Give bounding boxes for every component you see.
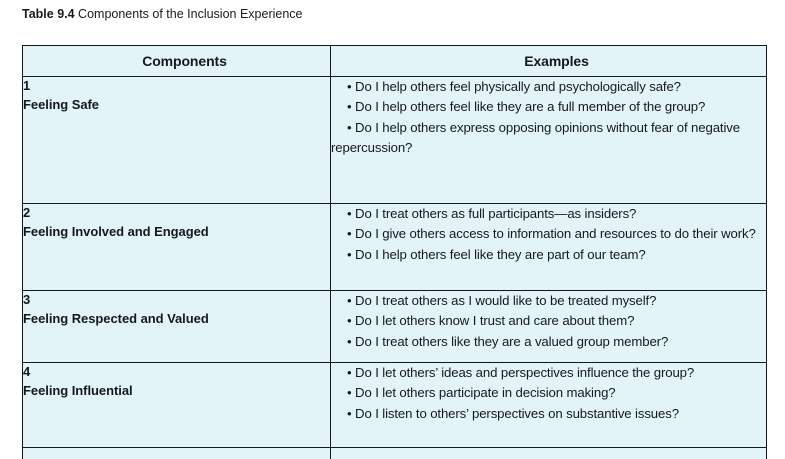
- component-name: Feeling Involved and Engaged: [23, 224, 209, 239]
- bullet-icon: •: [347, 365, 352, 380]
- example-item: • Do I treat others like they are a valu…: [331, 332, 766, 352]
- component-name: Feeling Respected and Valued: [23, 311, 209, 326]
- bullet-icon: •: [347, 206, 352, 221]
- example-text: Do I help others feel physically and psy…: [355, 79, 681, 94]
- column-header-components-label: Components: [142, 53, 227, 69]
- bullet-icon: •: [347, 313, 352, 329]
- bullet-icon: •: [347, 119, 352, 135]
- example-text: Do I let others’ ideas and perspectives …: [355, 365, 695, 380]
- example-text: Do I listen to others’ perspectives on s…: [355, 405, 679, 421]
- component-name: Feeling Safe: [23, 97, 99, 112]
- bullet-icon: •: [347, 99, 352, 115]
- examples-cell: • Do I treat others as I would like to b…: [330, 290, 767, 363]
- example-item: • Do I help others feel like they are pa…: [331, 245, 766, 265]
- component-number: 1: [23, 78, 31, 93]
- example-text: Do I let others know I trust and care ab…: [355, 313, 635, 329]
- bullet-icon: •: [347, 293, 352, 308]
- bullet-icon: •: [347, 405, 352, 421]
- table-row: [22, 447, 767, 459]
- example-item: • Do I help others feel physically and p…: [331, 77, 766, 97]
- examples-cell: • Do I let others’ ideas and perspective…: [330, 362, 767, 448]
- example-item: • Do I help others feel like they are a …: [331, 97, 766, 117]
- table-header-row: Components Examples: [22, 45, 767, 77]
- component-number: 3: [23, 292, 31, 307]
- example-text: Do I help others express opposing opinio…: [331, 119, 740, 155]
- component-number: 2: [23, 205, 31, 220]
- example-text: Do I treat others as I would like to be …: [355, 293, 657, 308]
- column-header-examples: Examples: [330, 45, 767, 77]
- example-text: Do I help others feel like they are part…: [355, 246, 646, 262]
- component-cell: [22, 447, 331, 459]
- table-header: Components Examples: [22, 45, 767, 77]
- bullet-icon: •: [347, 333, 352, 349]
- bullet-icon: •: [347, 79, 352, 94]
- example-item: • Do I treat others as I would like to b…: [331, 291, 766, 311]
- example-item: • Do I treat others as full participants…: [331, 204, 766, 224]
- example-item: • Do I listen to others’ perspectives on…: [331, 404, 766, 424]
- example-item: • Do I let others know I trust and care …: [331, 311, 766, 331]
- bullet-icon: •: [347, 226, 352, 242]
- examples-cell: • Do I treat others as full participants…: [330, 203, 767, 291]
- example-text: Do I help others feel like they are a fu…: [355, 99, 706, 115]
- example-item: • Do I give others access to information…: [331, 224, 766, 244]
- examples-cell: • Do I help others feel physically and p…: [330, 76, 767, 204]
- bullet-icon: •: [347, 385, 352, 401]
- example-item: • Do I let others’ ideas and perspective…: [331, 363, 766, 383]
- bullet-icon: •: [347, 246, 352, 262]
- examples-list: • Do I treat others as I would like to b…: [331, 291, 766, 352]
- column-header-components: Components: [22, 45, 331, 77]
- examples-cell: [330, 447, 767, 459]
- example-item: • Do I let others participate in decisio…: [331, 383, 766, 403]
- table-caption: Table 9.4 Components of the Inclusion Ex…: [22, 6, 303, 22]
- example-item: • Do I help others express opposing opin…: [331, 118, 766, 159]
- example-text: Do I let others participate in decision …: [355, 385, 616, 401]
- example-text: Do I treat others as full participants—a…: [355, 206, 637, 221]
- examples-list: • Do I let others’ ideas and perspective…: [331, 363, 766, 424]
- table-caption-text: Components of the Inclusion Experience: [74, 7, 303, 21]
- component-number: 4: [23, 364, 31, 379]
- examples-list: • Do I help others feel physically and p…: [331, 77, 766, 158]
- column-header-examples-label: Examples: [524, 53, 589, 69]
- component-name: Feeling Influential: [23, 383, 133, 398]
- examples-list: • Do I treat others as full participants…: [331, 204, 766, 265]
- table-caption-label: Table 9.4: [22, 7, 75, 21]
- example-text: Do I treat others like they are a valued…: [355, 333, 669, 349]
- example-text: Do I give others access to information a…: [355, 226, 756, 242]
